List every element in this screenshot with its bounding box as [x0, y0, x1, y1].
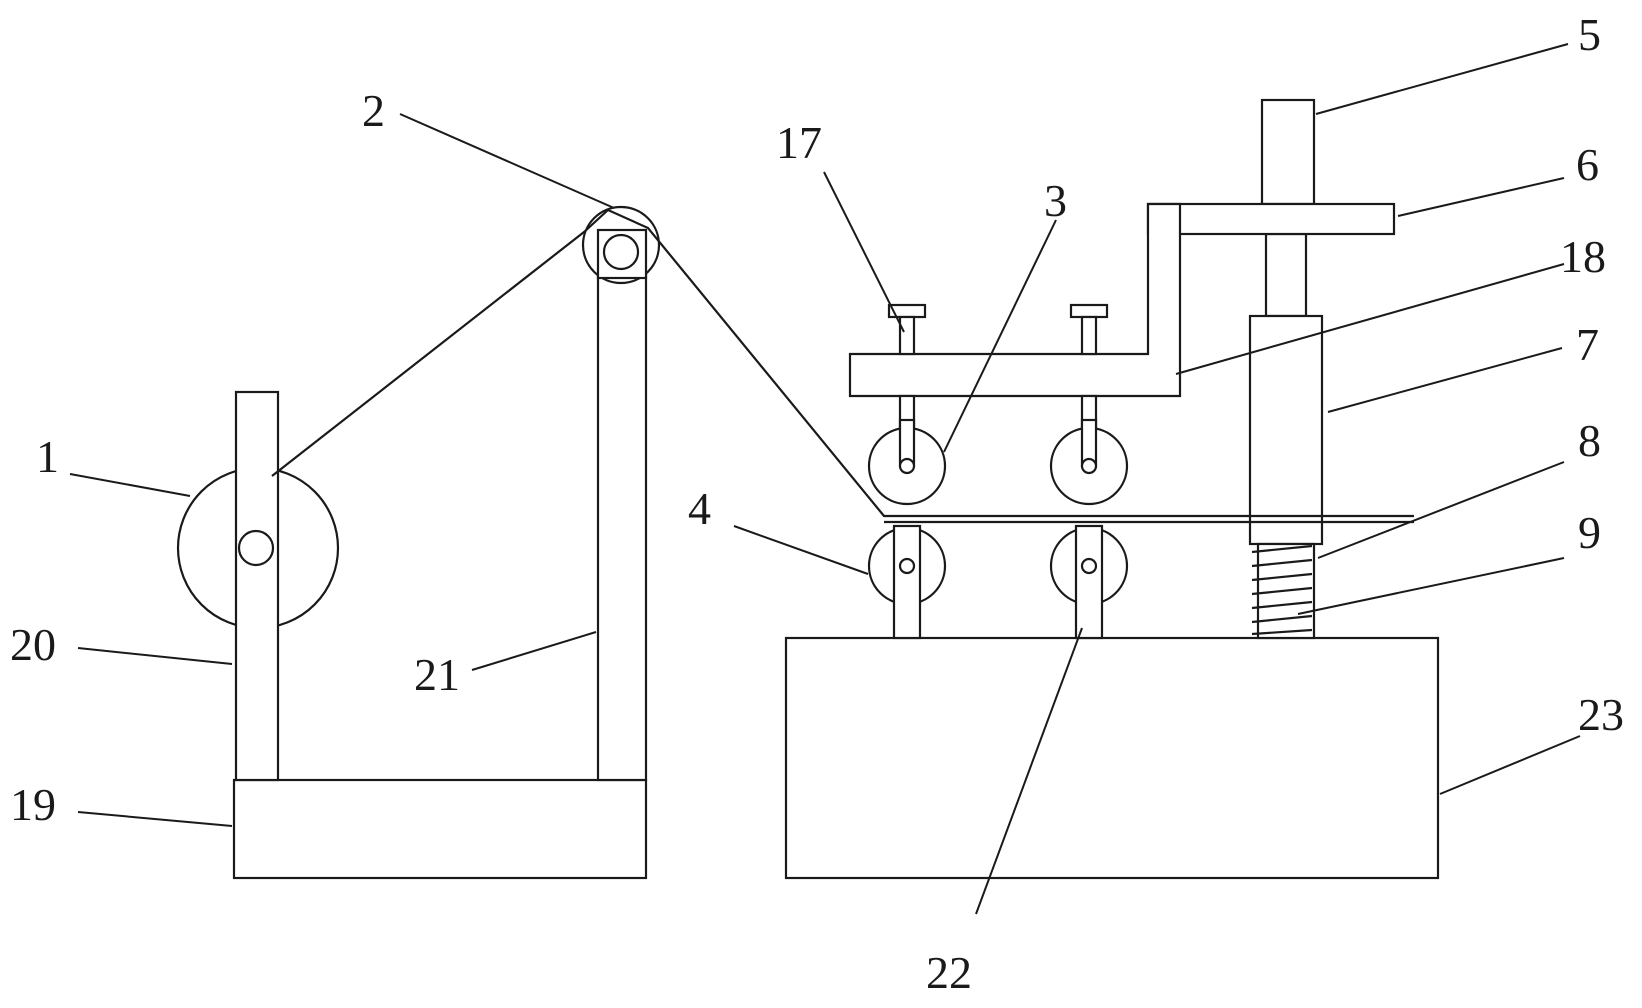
label-2: 2	[362, 85, 385, 136]
spring-8	[1251, 544, 1313, 636]
bolt-shank-left	[898, 315, 916, 356]
leader-23	[1439, 735, 1581, 795]
leader-4	[733, 525, 869, 575]
upper-roller-axle-right	[1080, 457, 1098, 475]
label-21: 21	[414, 649, 460, 700]
spring-housing-7	[1248, 314, 1324, 546]
label-5: 5	[1578, 9, 1601, 60]
label-18: 18	[1560, 231, 1606, 282]
reel-axle	[237, 529, 275, 567]
top-plate-6	[1146, 202, 1396, 236]
reel-upright-20	[234, 390, 280, 782]
label-20: 20	[10, 619, 56, 670]
leader-17	[823, 171, 905, 333]
lower-roller-post-left-22	[892, 524, 922, 640]
label-4: 4	[688, 483, 711, 534]
bolt-head-right	[1069, 303, 1109, 319]
mounting-frame-18	[848, 202, 1182, 398]
label-19: 19	[10, 779, 56, 830]
leader-9	[1297, 557, 1565, 615]
leader-3	[943, 219, 1057, 453]
right-base-23	[784, 636, 1440, 880]
leader-8	[1317, 461, 1565, 559]
guide-column-5	[1260, 98, 1316, 206]
leader-2	[399, 113, 615, 209]
label-6: 6	[1576, 139, 1599, 190]
leader-18	[1175, 263, 1565, 375]
leader-21	[471, 631, 597, 671]
leader-22	[975, 627, 1083, 915]
left-base-19	[232, 778, 648, 880]
leader-7	[1327, 347, 1563, 413]
label-3: 3	[1044, 175, 1067, 226]
label-23: 23	[1578, 689, 1624, 740]
leader-5	[1315, 43, 1569, 115]
leader-6	[1397, 177, 1565, 217]
bolt-shank-right	[1080, 315, 1098, 356]
label-7: 7	[1576, 319, 1599, 370]
lower-roller-post-right	[1074, 524, 1104, 640]
label-17: 17	[776, 117, 822, 168]
label-8: 8	[1578, 415, 1601, 466]
leader-1	[69, 473, 191, 497]
pulley-upright-21	[596, 228, 648, 782]
lower-roller-axle-right	[1080, 557, 1098, 575]
guide-shaft	[1264, 232, 1308, 318]
lower-roller-axle-left	[898, 557, 916, 575]
cable	[271, 208, 1414, 518]
pulley-axle	[602, 233, 640, 271]
label-1: 1	[36, 431, 59, 482]
label-22: 22	[926, 947, 972, 998]
label-9: 9	[1578, 507, 1601, 558]
leader-20	[77, 647, 233, 665]
leader-19	[77, 811, 233, 827]
upper-roller-axle-left	[898, 457, 916, 475]
